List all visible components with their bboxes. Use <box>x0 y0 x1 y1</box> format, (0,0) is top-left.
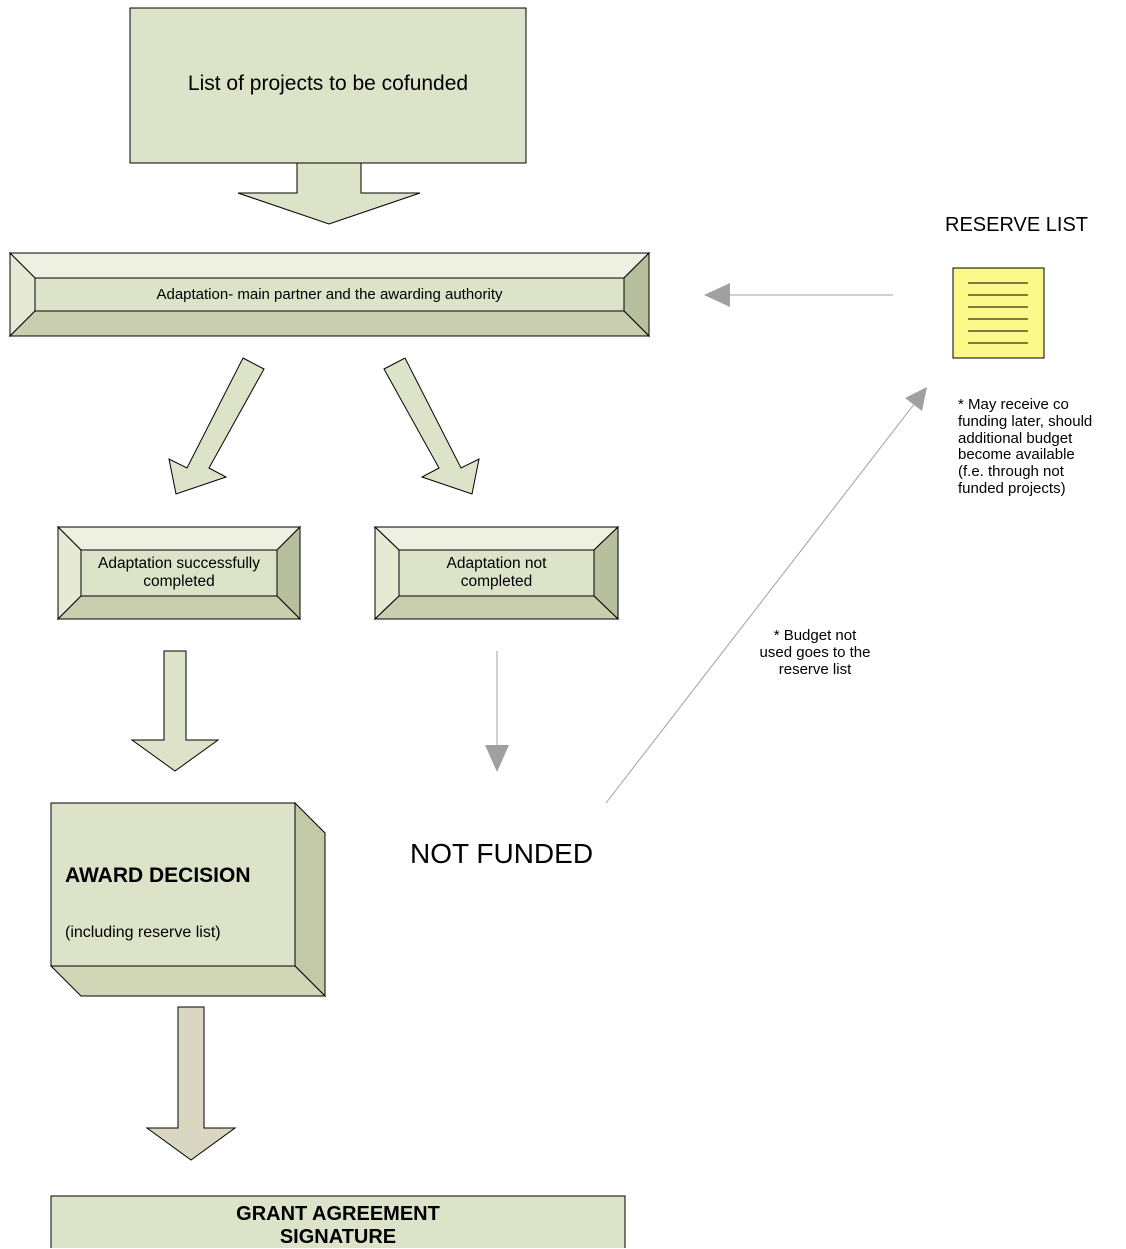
not-completed-box-label: Adaptation not completed <box>399 555 594 591</box>
not-completed-line1: Adaptation not <box>446 555 547 572</box>
adaptation-box-label: Adaptation- main partner and the awardin… <box>156 286 503 303</box>
success-down-arrow <box>130 650 220 772</box>
note-icon <box>952 267 1045 359</box>
reserve-note-line: funded projects) <box>958 479 1066 497</box>
top-down-arrow <box>237 162 421 225</box>
budget-note-line: * Budget not <box>773 627 857 644</box>
award-title: AWARD DECISION <box>65 864 251 887</box>
success-box <box>56 525 302 621</box>
grant-box-label: GRANT AGREEMENT SIGNATURE <box>51 1203 625 1249</box>
success-box-line2: completed <box>143 572 215 590</box>
reserve-note-line: become available <box>958 446 1075 464</box>
not-completed-box <box>373 525 620 621</box>
right-diagonal-arrow <box>383 357 480 495</box>
reserve-note-line: funding later, should <box>958 412 1093 430</box>
top-box-label: List of projects to be cofunded <box>187 72 469 95</box>
reserve-note-line: * May receive co <box>958 396 1069 413</box>
not-funded-arrowhead <box>485 745 509 772</box>
award-cube <box>49 801 327 998</box>
grant-line2: SIGNATURE <box>279 1226 397 1248</box>
grant-box <box>50 1195 626 1248</box>
reserve-note-line: additional budget <box>958 429 1073 447</box>
not-funded-label: NOT FUNDED <box>410 838 594 869</box>
reserve-list-title: RESERVE LIST <box>945 214 1089 236</box>
budget-line <box>605 402 916 804</box>
award-down-arrow <box>145 1006 237 1161</box>
grant-line1: GRANT AGREEMENT <box>236 1203 440 1225</box>
success-box-label: Adaptation successfully completed <box>81 555 277 591</box>
reserve-arrowhead <box>704 283 730 307</box>
budget-note-line: reserve list <box>778 660 852 678</box>
budget-arrowhead <box>905 387 927 411</box>
budget-note: * Budget not used goes to the reserve li… <box>740 627 890 678</box>
success-box-line1: Adaptation successfully <box>98 555 260 572</box>
top-box <box>129 7 527 164</box>
not-completed-line2: completed <box>460 572 533 590</box>
reserve-note: * May receive co funding later, should a… <box>958 396 1093 498</box>
reserve-note-line: (f.e. through not <box>958 463 1064 481</box>
adaptation-box <box>8 251 651 338</box>
award-subtitle: (including reserve list) <box>65 924 221 941</box>
budget-note-line: used goes to the <box>759 643 871 661</box>
left-diagonal-arrow <box>168 357 265 495</box>
